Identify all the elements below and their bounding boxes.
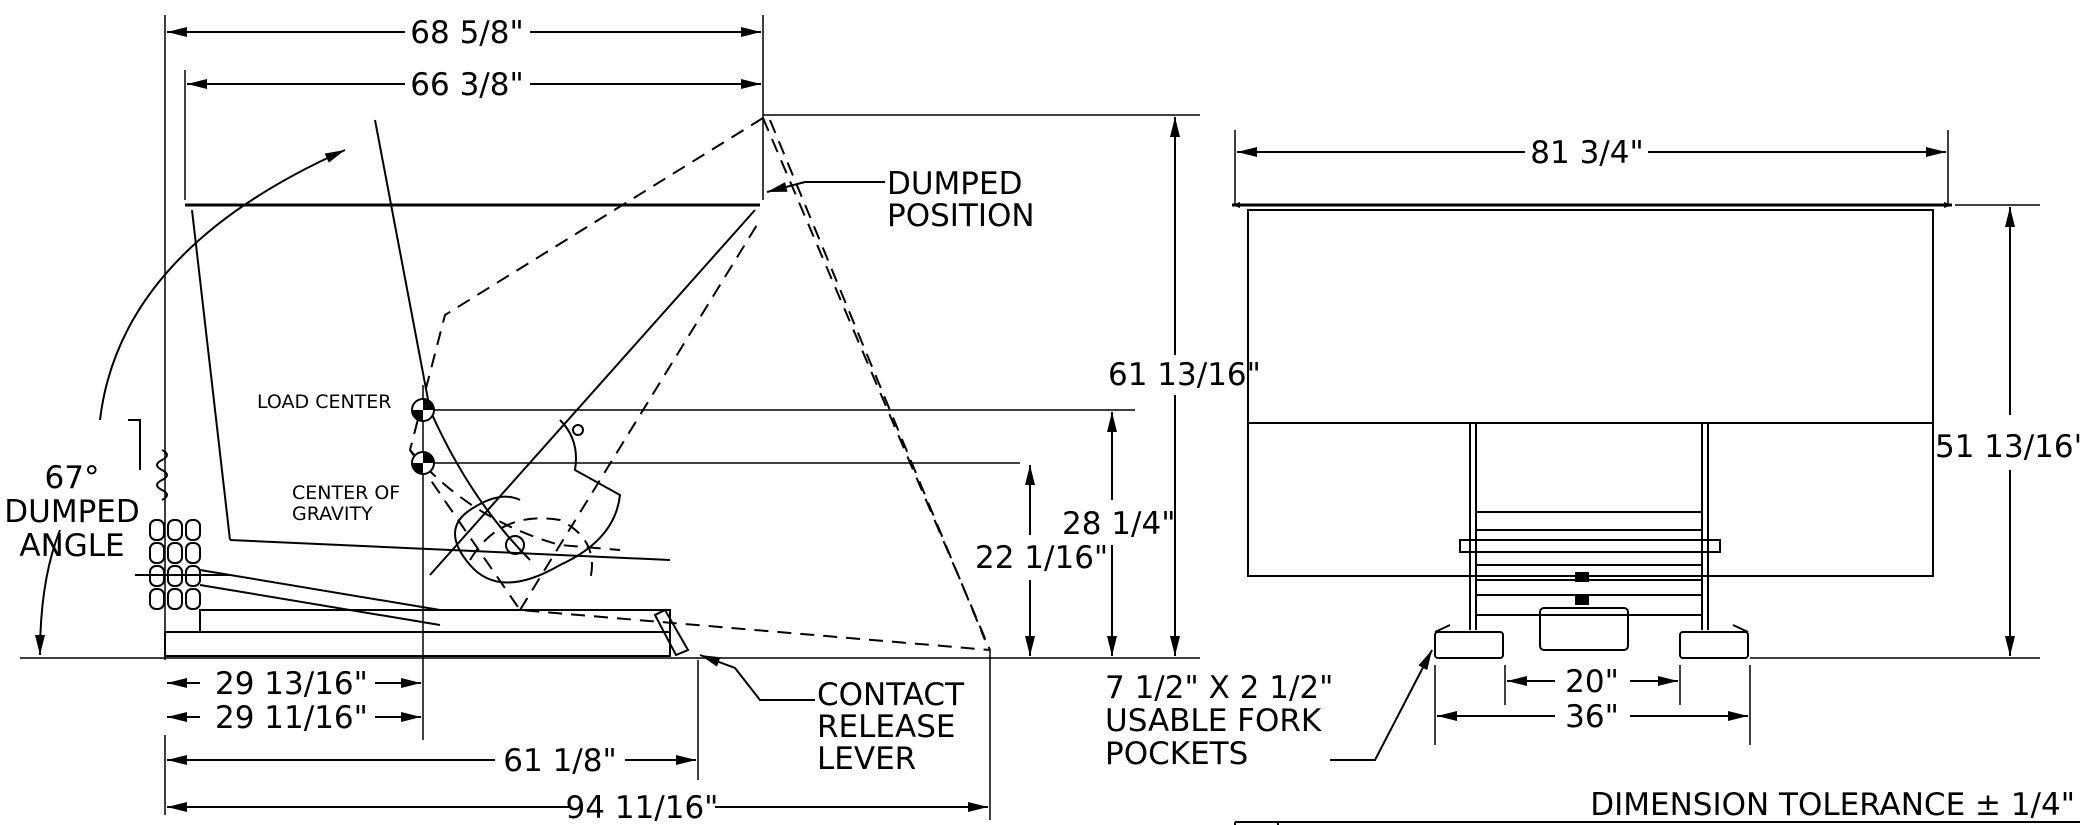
dumped-angle-indicator	[35, 149, 346, 656]
contact-release-label-line1: CONTACT	[817, 677, 965, 713]
tolerance-block: DIMENSION TOLERANCE ± 1/4"	[1234, 787, 2080, 825]
dim-inner-top-label: 66 3/8"	[410, 67, 523, 103]
dim-cog-height-label: 22 1/16"	[975, 540, 1108, 576]
load-center-label: LOAD CENTER	[257, 391, 392, 413]
dim-fork-inner-label: 20"	[1565, 664, 1619, 700]
contact-release-label-line2: RELEASE	[817, 709, 955, 745]
center-of-gravity-marker	[411, 451, 435, 475]
dumped-position-label-line2: POSITION	[887, 198, 1035, 234]
dim-overall-top: 68 5/8"	[167, 15, 761, 51]
dim-dumped-length: 94 11/16"	[167, 790, 988, 825]
dim-cog-from-rear: 29 11/16"	[167, 700, 421, 736]
cog-label-line2: GRAVITY	[292, 503, 373, 525]
hopper-front-body	[1232, 202, 1952, 577]
dim-cog-from-rear-label: 29 11/16"	[215, 700, 368, 736]
dim-front-height: 51 13/16"	[1935, 207, 2080, 656]
dim-overall-top-label: 68 5/8"	[410, 15, 523, 51]
dim-load-center-from-rear-label: 29 13/16"	[215, 666, 368, 702]
dim-dumped-height: 61 13/16"	[1108, 117, 1261, 656]
dim-dumped-length-label: 94 11/16"	[566, 790, 719, 825]
cog-label-line1: CENTER OF	[292, 482, 400, 504]
tolerance-note: DIMENSION TOLERANCE ± 1/4"	[1590, 787, 2075, 823]
fork-pockets-label-line1: 7 1/2" X 2 1/2"	[1105, 670, 1333, 706]
dim-front-width-label: 81 3/4"	[1530, 135, 1643, 171]
fork-pockets-label-line3: POCKETS	[1105, 736, 1248, 772]
dim-load-center-from-rear: 29 13/16"	[167, 666, 421, 702]
side-view: 68 5/8" 66 3/8" 61 13/16" 28 1/4" 22 1/1…	[4, 15, 1261, 825]
hopper-body	[185, 119, 760, 584]
dim-fork-outer-label: 36"	[1565, 699, 1619, 735]
fork-pockets-label-line2: USABLE FORK	[1105, 703, 1322, 739]
dim-fork-inner: 20"	[1507, 664, 1678, 700]
front-frame	[1459, 423, 1721, 651]
angle-label-value: 67°	[45, 460, 100, 496]
angle-label-line2: DUMPED	[4, 494, 139, 530]
chain-spring-assembly	[128, 419, 441, 626]
angle-label-line3: ANGLE	[19, 528, 124, 564]
dim-dumped-height-label: 61 13/16"	[1108, 357, 1261, 393]
dim-load-center-height-label: 28 1/4"	[1062, 506, 1175, 542]
dim-load-center-height: 28 1/4"	[1062, 412, 1175, 656]
dim-cog-height: 22 1/16"	[975, 465, 1108, 656]
front-view: 81 3/4" 51 13/16" 20" 36"	[1105, 130, 2080, 772]
dim-front-width: 81 3/4"	[1237, 135, 1946, 171]
dim-base-length-label: 61 1/8"	[503, 743, 616, 779]
base-frame	[164, 608, 690, 657]
dim-front-height-label: 51 13/16"	[1935, 429, 2080, 465]
dim-fork-outer: 36"	[1437, 699, 1748, 735]
load-center-marker	[411, 398, 435, 422]
fork-pockets	[1434, 624, 1749, 659]
contact-release-label-line3: LEVER	[817, 741, 916, 777]
dumped-position-label-line1: DUMPED	[887, 166, 1022, 202]
dim-base-length: 61 1/8"	[167, 743, 696, 779]
dim-inner-top: 66 3/8"	[187, 67, 761, 103]
